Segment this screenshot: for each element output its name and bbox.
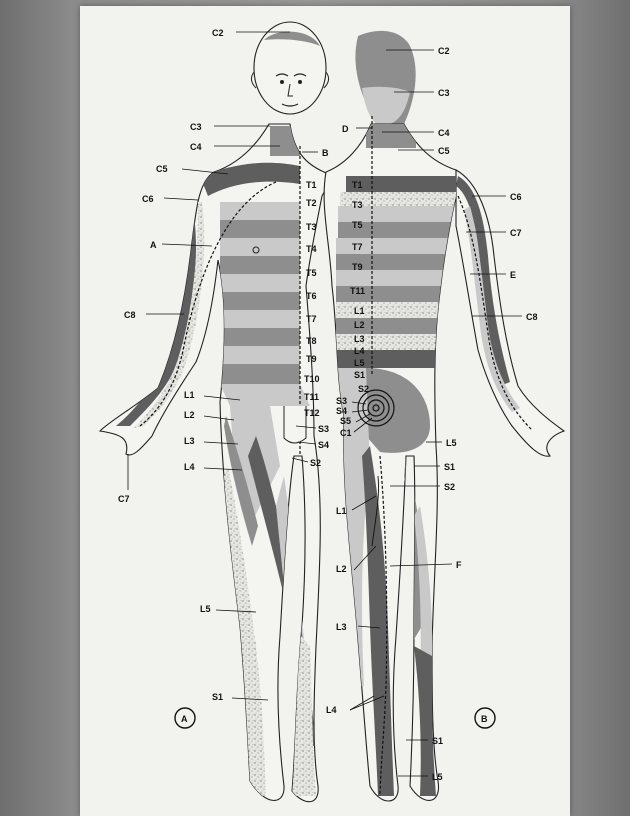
svg-text:S2: S2 bbox=[444, 482, 455, 492]
svg-text:L5: L5 bbox=[200, 604, 211, 614]
svg-text:C7: C7 bbox=[118, 494, 130, 504]
label-front-t5: T5 bbox=[306, 268, 317, 278]
label-back-l5: L5 bbox=[354, 358, 365, 368]
svg-text:L1: L1 bbox=[184, 390, 195, 400]
svg-text:C4: C4 bbox=[438, 128, 450, 138]
svg-text:L3: L3 bbox=[336, 622, 347, 632]
svg-text:E: E bbox=[510, 270, 516, 280]
svg-text:L2: L2 bbox=[184, 410, 195, 420]
label-front-c3: C3 bbox=[190, 122, 270, 132]
label-back-l3: L3 bbox=[354, 334, 365, 344]
svg-text:B: B bbox=[481, 714, 488, 724]
svg-text:L5: L5 bbox=[446, 438, 457, 448]
label-back-l2: L2 bbox=[354, 320, 365, 330]
svg-text:A: A bbox=[150, 240, 157, 250]
svg-text:A: A bbox=[181, 714, 188, 724]
label-back-s1: S1 bbox=[354, 370, 365, 380]
label-front-t9: T9 bbox=[306, 354, 317, 364]
label-back-l4: L4 bbox=[354, 346, 365, 356]
svg-text:L1: L1 bbox=[336, 506, 347, 516]
label-front-t2: T2 bbox=[306, 198, 317, 208]
svg-text:C7: C7 bbox=[510, 228, 522, 238]
svg-text:S1: S1 bbox=[212, 692, 223, 702]
svg-text:C2: C2 bbox=[212, 28, 224, 38]
front-figure bbox=[100, 22, 329, 802]
label-back-t9: T9 bbox=[352, 262, 363, 272]
label-back-t7: T7 bbox=[352, 242, 363, 252]
svg-text:B: B bbox=[322, 148, 329, 158]
svg-text:S4: S4 bbox=[318, 440, 329, 450]
label-back-t11: T11 bbox=[350, 286, 365, 296]
svg-text:C6: C6 bbox=[142, 194, 154, 204]
label-front-t8: T8 bbox=[306, 336, 317, 346]
svg-text:C5: C5 bbox=[156, 164, 168, 174]
label-front-t12: T12 bbox=[304, 408, 320, 418]
label-back-t1: T1 bbox=[352, 180, 363, 190]
svg-text:S1: S1 bbox=[444, 462, 455, 472]
svg-text:D: D bbox=[342, 124, 349, 134]
label-back-l1: L1 bbox=[354, 306, 365, 316]
label-back-s2: S2 bbox=[358, 384, 369, 394]
svg-text:C3: C3 bbox=[190, 122, 202, 132]
svg-text:C8: C8 bbox=[124, 310, 136, 320]
label-front-t10: T10 bbox=[304, 374, 320, 384]
dermatome-diagram: C2 C3 C4 B C5 C6 T1 T2 T3 A T4 T5 T6 C8 … bbox=[80, 6, 570, 816]
svg-text:C2: C2 bbox=[438, 46, 450, 56]
label-back-t5: T5 bbox=[352, 220, 363, 230]
label-front-t6: T6 bbox=[306, 291, 317, 301]
label-front-c7: C7 bbox=[118, 454, 130, 504]
label-front-t1: T1 bbox=[306, 180, 317, 190]
svg-text:S5: S5 bbox=[340, 416, 351, 426]
svg-text:L5: L5 bbox=[432, 772, 443, 782]
svg-text:C1: C1 bbox=[340, 428, 352, 438]
label-back-t3: T3 bbox=[352, 200, 363, 210]
svg-text:S1: S1 bbox=[432, 736, 443, 746]
label-front-t7: T7 bbox=[306, 314, 317, 324]
svg-text:F: F bbox=[456, 560, 462, 570]
svg-text:C4: C4 bbox=[190, 142, 202, 152]
view-marker-a: A bbox=[175, 708, 195, 728]
svg-text:C8: C8 bbox=[526, 312, 538, 322]
label-front-b: B bbox=[302, 148, 329, 158]
svg-text:S2: S2 bbox=[310, 458, 321, 468]
svg-text:S3: S3 bbox=[318, 424, 329, 434]
svg-text:C3: C3 bbox=[438, 88, 450, 98]
svg-text:L4: L4 bbox=[326, 705, 337, 715]
svg-text:C5: C5 bbox=[438, 146, 450, 156]
svg-text:C6: C6 bbox=[510, 192, 522, 202]
label-front-t4: T4 bbox=[306, 244, 317, 254]
front-genital-outline bbox=[284, 406, 306, 443]
svg-text:S3: S3 bbox=[336, 396, 347, 406]
svg-text:L4: L4 bbox=[184, 462, 195, 472]
label-front-c6: C6 bbox=[142, 194, 198, 204]
label-front-t11: T11 bbox=[304, 392, 319, 402]
svg-text:S4: S4 bbox=[336, 406, 347, 416]
view-marker-b: B bbox=[475, 708, 495, 728]
dermatome-chart-card: C2 C3 C4 B C5 C6 T1 T2 T3 A T4 T5 T6 C8 … bbox=[80, 6, 570, 816]
label-front-c8: C8 bbox=[124, 310, 184, 320]
label-front-c5: C5 bbox=[156, 164, 228, 174]
svg-text:L2: L2 bbox=[336, 564, 347, 574]
svg-text:L3: L3 bbox=[184, 436, 195, 446]
label-front-t3: T3 bbox=[306, 222, 317, 232]
